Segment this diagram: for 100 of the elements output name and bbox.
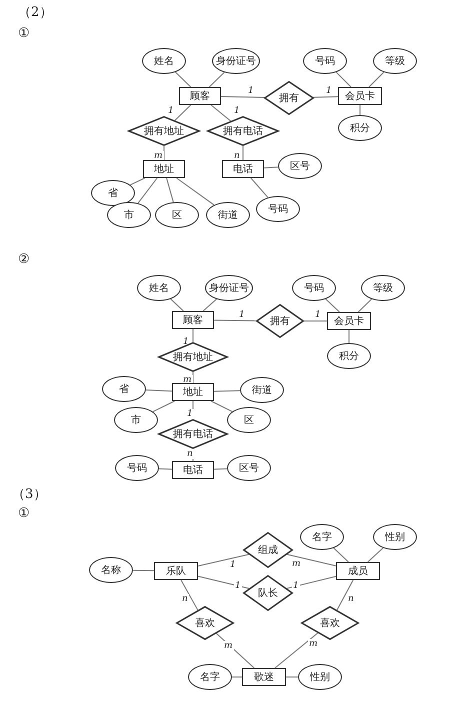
cardinality-label: m: [308, 639, 319, 649]
entity-box: 电话: [222, 160, 264, 178]
attribute-ellipse: 积分: [327, 343, 371, 369]
attribute-ellipse: 姓名: [142, 48, 186, 74]
section-number: ①: [18, 506, 30, 521]
connector-line: [304, 320, 328, 322]
attribute-ellipse: 区: [155, 202, 199, 228]
attribute-ellipse: 名称: [89, 557, 133, 583]
attribute-ellipse: 等级: [361, 275, 405, 301]
connector-line: [174, 72, 192, 88]
cardinality-label: m: [291, 559, 302, 569]
connector-line: [145, 389, 172, 392]
attribute-ellipse: 市: [114, 407, 158, 433]
relationship-diamond: 拥有: [256, 304, 304, 338]
entity-box: 成员: [336, 562, 380, 580]
section-number: （2）: [18, 5, 52, 20]
attribute-ellipse: 市: [107, 202, 151, 228]
connector-line: [132, 570, 154, 572]
cardinality-label: n: [181, 594, 189, 604]
connector-line: [210, 400, 233, 412]
connector-line: [158, 468, 172, 470]
cardinality-label: n: [347, 594, 355, 604]
attribute-ellipse: 号码: [303, 48, 347, 74]
entity-box: 歌迷: [242, 668, 286, 686]
connector-line: [242, 146, 244, 160]
connector-line: [210, 104, 232, 122]
cardinality-label: 1: [229, 560, 237, 570]
attribute-ellipse: 号码: [256, 196, 300, 222]
section-number: ②: [18, 252, 30, 267]
entity-box: 顾客: [172, 311, 214, 329]
attribute-ellipse: 街道: [240, 377, 284, 403]
relationship-diamond: 拥有: [264, 81, 314, 115]
section-number: ①: [18, 26, 30, 41]
attribute-ellipse: 省: [102, 376, 146, 402]
cardinality-label: 1: [292, 581, 300, 591]
connector-line: [166, 178, 174, 203]
relationship-diamond: 喜欢: [176, 606, 234, 640]
entity-box: 地址: [143, 160, 185, 178]
attribute-ellipse: 区号: [278, 153, 322, 179]
connector-line: [336, 72, 352, 88]
connector-line: [286, 676, 298, 678]
connector-line: [214, 320, 257, 322]
attribute-ellipse: 性别: [373, 524, 417, 550]
relationship-diamond: 组成: [243, 532, 293, 568]
attribute-ellipse: 区号: [227, 455, 271, 481]
connector-line: [232, 676, 242, 678]
cardinality-label: 1: [167, 106, 175, 116]
connector-line: [348, 330, 350, 344]
connector-line: [368, 72, 384, 88]
attribute-ellipse: 身份证号: [212, 48, 260, 74]
connector-line: [264, 166, 279, 168]
entity-box: 顾客: [179, 87, 221, 105]
attribute-ellipse: 性别: [298, 664, 342, 690]
attribute-ellipse: 号码: [115, 455, 159, 481]
connector-line: [214, 468, 228, 470]
relationship-diamond: 拥有电话: [207, 116, 279, 146]
connector-line: [336, 580, 354, 611]
attribute-ellipse: 姓名: [137, 275, 181, 301]
connector-line: [170, 298, 184, 312]
connector-line: [138, 178, 158, 204]
cardinality-label: m: [153, 151, 164, 161]
cardinality-label: 1: [325, 86, 333, 96]
connector-line: [216, 632, 255, 668]
entity-box: 乐队: [154, 562, 198, 580]
connector-line: [208, 72, 225, 88]
entity-box: 地址: [172, 383, 214, 401]
cardinality-label: n: [233, 151, 241, 161]
attribute-ellipse: 街道: [206, 202, 250, 228]
cardinality-label: 1: [234, 581, 242, 591]
attribute-ellipse: 省: [91, 180, 135, 206]
relationship-diamond: 队长: [243, 575, 293, 611]
connector-line: [180, 580, 198, 611]
connector-line: [358, 298, 372, 312]
connector-line: [333, 548, 349, 562]
attribute-ellipse: 名字: [300, 524, 344, 550]
entity-box: 电话: [172, 461, 214, 479]
attribute-ellipse: 区: [227, 407, 271, 433]
relationship-diamond: 拥有地址: [128, 116, 200, 146]
cardinality-label: 1: [233, 106, 241, 116]
connector-line: [220, 96, 266, 98]
connector-line: [367, 547, 384, 562]
attribute-ellipse: 身份证号: [205, 275, 253, 301]
connector-line: [274, 632, 318, 668]
connector-line: [286, 576, 336, 589]
connector-line: [286, 554, 336, 566]
connector-line: [214, 390, 241, 392]
cardinality-label: 1: [247, 86, 255, 96]
connector-line: [198, 576, 250, 589]
attribute-ellipse: 号码: [292, 275, 336, 301]
connector-line: [250, 178, 268, 198]
entity-box: 会员卡: [327, 312, 371, 330]
cardinality-label: 1: [238, 310, 246, 320]
connector-line: [130, 178, 146, 186]
attribute-ellipse: 积分: [338, 115, 382, 141]
attribute-ellipse: 名字: [188, 664, 232, 690]
cardinality-label: m: [223, 641, 234, 651]
connector-line: [174, 104, 192, 121]
cardinality-label: 1: [314, 310, 322, 320]
entity-box: 会员卡: [338, 87, 382, 105]
cardinality-label: 1: [186, 409, 194, 419]
